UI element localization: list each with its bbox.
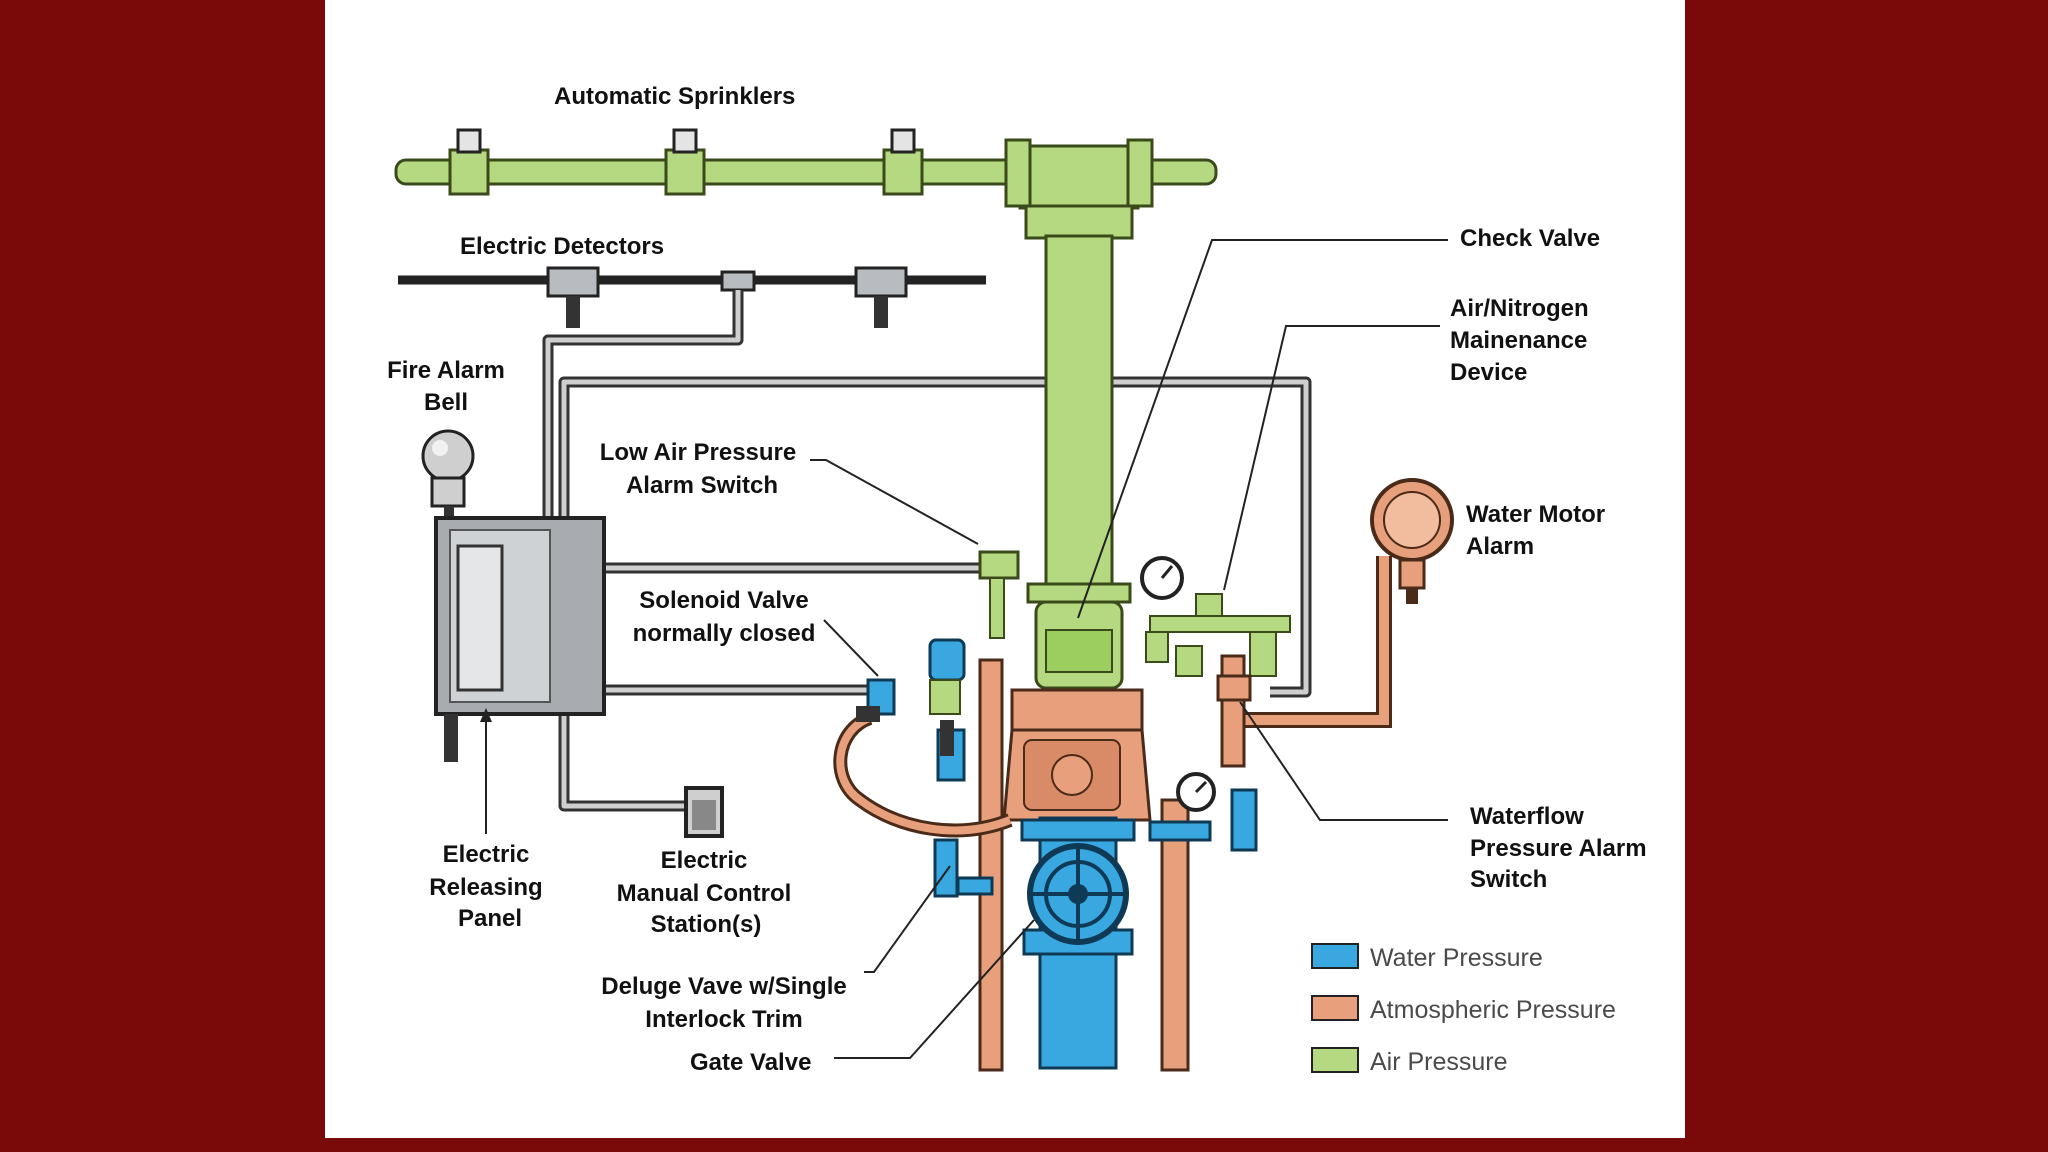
label-releasing-panel-3: Panel (458, 905, 522, 932)
label-manual-station-2: Manual Control (617, 880, 792, 907)
pressure-gauge-water (1176, 772, 1216, 812)
legend: Water Pressure Atmospheric Pressure Air … (1311, 943, 1616, 1076)
gate-valve-wheel (1027, 843, 1129, 945)
label-waterflow-switch-2: Pressure Alarm (1470, 835, 1647, 862)
label-releasing-panel-2: Releasing (429, 874, 542, 901)
electric-releasing-panel (434, 516, 606, 762)
solenoid-valve (856, 678, 896, 722)
label-automatic-sprinklers: Automatic Sprinklers (554, 83, 795, 110)
electric-wiring (398, 266, 1312, 812)
air-nitrogen-maintenance-device (1145, 593, 1291, 677)
diagram-labels: Automatic Sprinklers Electric Detectors … (387, 83, 1646, 1076)
label-waterflow-switch-1: Waterflow (1470, 803, 1584, 830)
label-solenoid-valve-2: normally closed (633, 620, 816, 647)
legend-label-air: Air Pressure (1370, 1048, 1508, 1076)
label-air-nitrogen-2: Mainenance (1450, 327, 1587, 354)
label-air-nitrogen-1: Air/Nitrogen (1450, 295, 1589, 322)
label-fire-alarm-bell-1: Fire Alarm (387, 357, 505, 384)
legend-swatch-water (1311, 943, 1359, 969)
trim-components (929, 550, 1291, 812)
leader-lines (480, 239, 1448, 1059)
legend-swatch-air (1311, 1047, 1359, 1073)
label-water-motor-alarm-1: Water Motor (1466, 501, 1605, 528)
pressure-gauge-air (1140, 556, 1184, 600)
electric-manual-control-station (684, 786, 724, 838)
label-fire-alarm-bell-2: Bell (424, 389, 468, 416)
label-low-air-pressure-1: Low Air Pressure (600, 439, 797, 466)
electric-detector-2 (854, 266, 908, 328)
air-pressure-piping (394, 128, 1218, 690)
water-motor-alarm (1370, 478, 1454, 604)
fire-alarm-bell (421, 429, 475, 520)
label-check-valve: Check Valve (1460, 225, 1600, 252)
label-water-motor-alarm-2: Alarm (1466, 533, 1534, 560)
label-air-nitrogen-3: Device (1450, 359, 1527, 386)
label-gate-valve: Gate Valve (690, 1049, 811, 1076)
water-pressure-piping (856, 638, 1258, 1070)
automatic-sprinkler-3 (882, 128, 924, 196)
legend-label-atmospheric: Atmospheric Pressure (1370, 996, 1616, 1024)
label-waterflow-switch-3: Switch (1470, 866, 1547, 893)
label-manual-station-3: Station(s) (651, 911, 762, 938)
atmospheric-pressure-piping (833, 478, 1454, 1072)
low-air-pressure-switch (978, 550, 1020, 639)
label-solenoid-valve-1: Solenoid Valve (639, 587, 808, 614)
label-low-air-pressure-2: Alarm Switch (626, 472, 778, 499)
legend-label-water: Water Pressure (1370, 944, 1543, 972)
label-manual-station-1: Electric (661, 847, 748, 874)
label-deluge-valve-2: Interlock Trim (645, 1006, 802, 1033)
automatic-sprinkler-2 (664, 128, 706, 196)
automatic-sprinkler-1 (448, 128, 490, 196)
label-releasing-panel-1: Electric (443, 841, 530, 868)
label-electric-detectors: Electric Detectors (460, 233, 664, 260)
electric-detector-1 (546, 266, 600, 328)
legend-swatch-atmospheric (1311, 995, 1359, 1021)
label-deluge-valve-1: Deluge Vave w/Single (601, 973, 846, 1000)
